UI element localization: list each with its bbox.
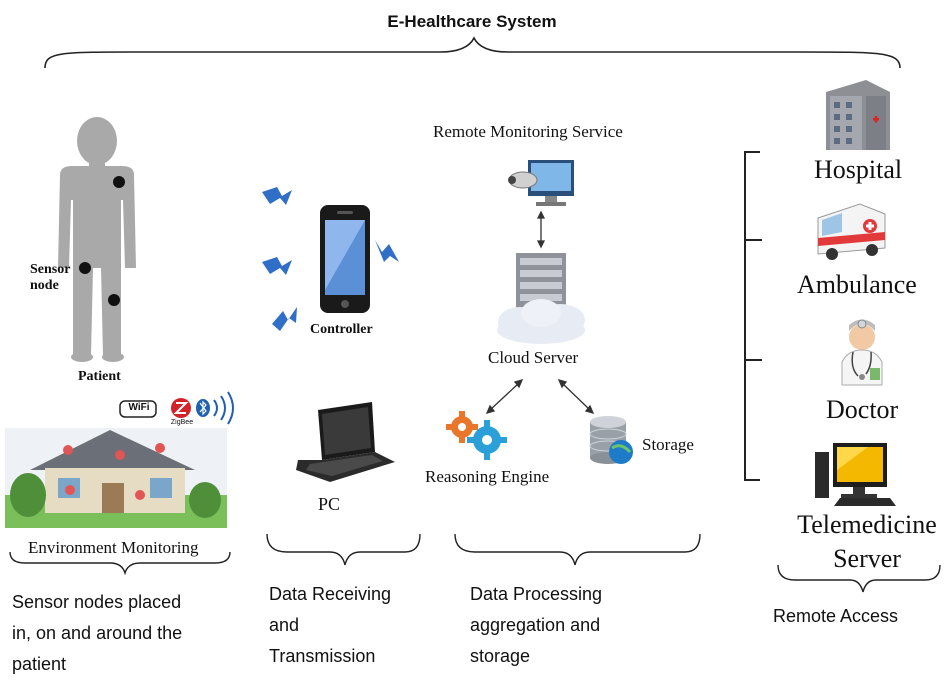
arrow-server-reasoning: [485, 378, 524, 415]
sensors-description: Sensor nodes placed in, on and around th…: [12, 592, 183, 674]
doctor-label: Doctor: [826, 395, 899, 424]
patient-figure-icon: [58, 117, 136, 362]
ambulance-label: Ambulance: [797, 270, 917, 299]
processing-description: Data Processing aggregation and storage: [470, 584, 603, 666]
cloud-server-label: Cloud Server: [488, 348, 579, 367]
gears-icon: [446, 411, 507, 460]
computer-monitor-icon: [815, 443, 896, 506]
zigbee-icon: [171, 398, 191, 418]
controller-label: Controller: [310, 322, 373, 337]
bluetooth-icon: [196, 391, 234, 425]
cloud-server-icon: [497, 253, 585, 344]
hospital-label: Hospital: [814, 155, 903, 184]
ambulance-icon: [817, 203, 886, 260]
doctor-icon: [841, 319, 883, 386]
zigbee-label: ZigBee: [170, 419, 194, 426]
sensor-dot-waist: [79, 262, 91, 274]
smartphone-icon: [320, 205, 370, 313]
pc-label: PC: [318, 494, 341, 514]
brace-receiving: [266, 533, 421, 566]
wifi-label: WiFi: [128, 402, 150, 413]
environment-monitoring-label: Environment Monitoring: [28, 538, 199, 557]
storage-label: Storage: [642, 435, 694, 454]
hospital-building-icon: [826, 80, 890, 150]
telemedicine-server-label: Telemedicine Server: [797, 510, 937, 573]
smart-home-icon: [5, 428, 227, 528]
signal-bolts-icon: [262, 187, 399, 331]
laptop-icon: [296, 402, 395, 482]
wifi-icon: [119, 400, 157, 418]
arrow-server-storage: [557, 378, 595, 415]
sensor-node-label: Sensor node: [30, 262, 71, 293]
brace-patient: [9, 551, 231, 576]
receiving-description: Data Receiving and Transmission: [269, 584, 392, 666]
top-brace: [44, 36, 901, 69]
brace-processing: [454, 533, 701, 566]
remote-access-bracket: [744, 151, 762, 481]
patient-label: Patient: [78, 369, 121, 384]
reasoning-engine-label: Reasoning Engine: [425, 467, 550, 486]
sensor-dot-chest: [113, 176, 125, 188]
remote-access-description: Remote Access: [773, 606, 899, 626]
brace-remote: [777, 564, 941, 593]
monitor-camera-icon: [508, 160, 574, 206]
diagram-title: E-Healthcare System: [387, 12, 557, 31]
database-icon: [589, 416, 633, 464]
sensor-dot-leg: [108, 294, 120, 306]
arrow-monitor-server: [536, 210, 546, 249]
remote-monitoring-label: Remote Monitoring Service: [433, 122, 623, 141]
